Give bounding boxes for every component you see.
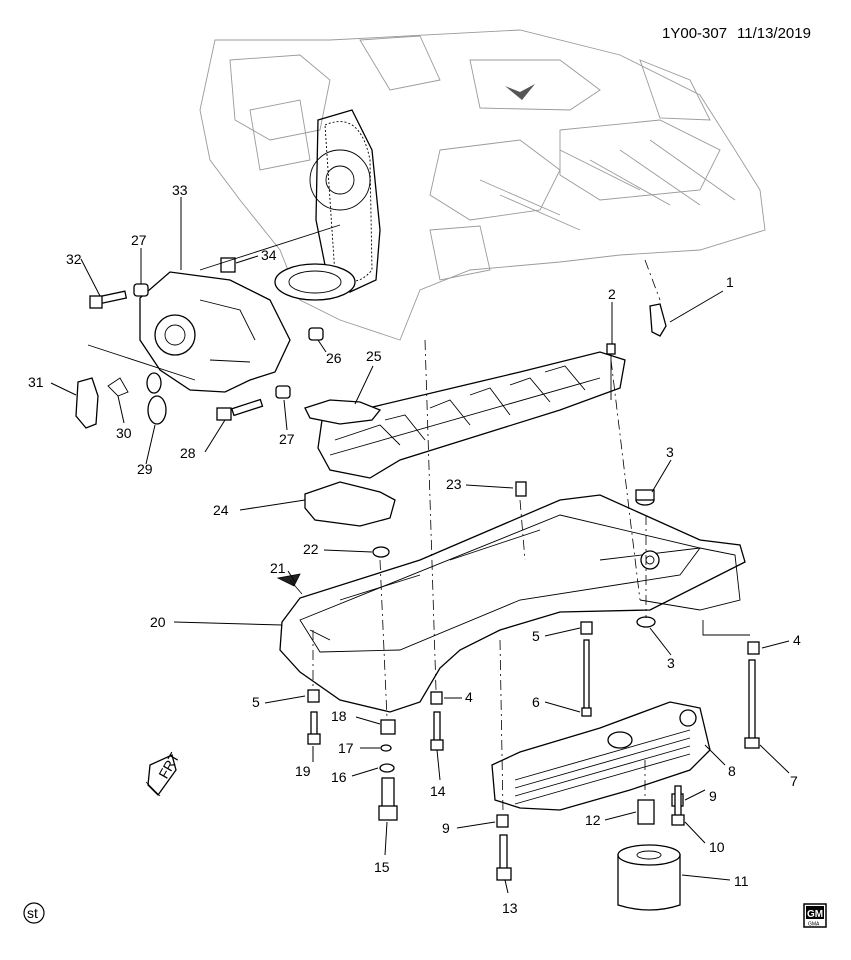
chevron-emblem: [505, 84, 535, 100]
callout-26: 26: [326, 350, 342, 366]
callout-7: 7: [790, 773, 798, 789]
callout-15: 15: [374, 859, 390, 875]
oil-cooler-illustration: [491, 701, 711, 811]
callout-28: 28: [180, 445, 196, 461]
callout-21: 21: [270, 560, 286, 576]
gm-logo: GM GMA: [803, 903, 827, 928]
callout-11: 11: [734, 873, 749, 889]
callout-5-left: 5: [252, 694, 260, 710]
callout-16: 16: [331, 769, 347, 785]
callout-19: 19: [295, 763, 311, 779]
oil-pump-illustration: [139, 271, 291, 393]
callout-9-left: 9: [442, 820, 450, 836]
callout-33: 33: [172, 182, 188, 198]
callout-31: 31: [28, 374, 44, 390]
callout-9-right: 9: [709, 788, 717, 804]
callout-32: 32: [66, 251, 82, 267]
callout-8: 8: [728, 763, 736, 779]
callout-27-upper: 27: [131, 232, 147, 248]
alignment-lines: [87, 224, 750, 813]
front-direction-indicator: FRT: [145, 749, 183, 797]
gm-logo-subtext: GMA: [808, 922, 820, 928]
gm-logo-text: GM: [807, 909, 823, 920]
st-badge-text: st: [27, 905, 38, 921]
callout-14: 14: [430, 783, 446, 799]
small-parts: [75, 257, 760, 881]
callout-6: 6: [532, 694, 540, 710]
callout-10: 10: [709, 839, 725, 855]
callout-23: 23: [446, 476, 462, 492]
callout-4-right: 4: [793, 632, 801, 648]
callout-30: 30: [116, 425, 132, 441]
oil-pan-illustration: [279, 494, 746, 713]
callout-4-center: 4: [465, 689, 473, 705]
leader-lines: [50, 197, 790, 894]
oil-filter-illustration: [617, 844, 681, 911]
arrow-21-icon: [276, 573, 303, 595]
callout-17: 17: [338, 740, 354, 756]
engine-block-illustration: [199, 29, 766, 341]
callout-1: 1: [726, 274, 734, 290]
callout-24: 24: [213, 502, 229, 518]
oil-pan-baffle-illustration: [317, 351, 626, 479]
callout-29: 29: [137, 461, 153, 477]
callout-25: 25: [366, 348, 382, 364]
callout-27-lower: 27: [279, 431, 295, 447]
diagram-date: 11/13/2019: [737, 25, 811, 42]
callout-13: 13: [502, 900, 518, 916]
st-badge: st: [23, 902, 45, 924]
callout-3-upper: 3: [666, 444, 674, 460]
callout-12: 12: [585, 812, 601, 828]
front-indicator-label: FRT: [155, 749, 183, 781]
callout-22: 22: [303, 541, 319, 557]
callout-5-center: 5: [532, 628, 540, 644]
callout-2: 2: [608, 286, 616, 302]
callout-3-lower: 3: [667, 655, 675, 671]
diagram-code: 1Y00-307: [662, 25, 727, 42]
callout-20: 20: [150, 614, 166, 630]
callout-labels: 1 2 3 3 4 4 5 5 6 7 8 9 9 10 11 12 13 14…: [28, 182, 801, 916]
callout-18: 18: [331, 708, 347, 724]
callout-34: 34: [261, 247, 277, 263]
